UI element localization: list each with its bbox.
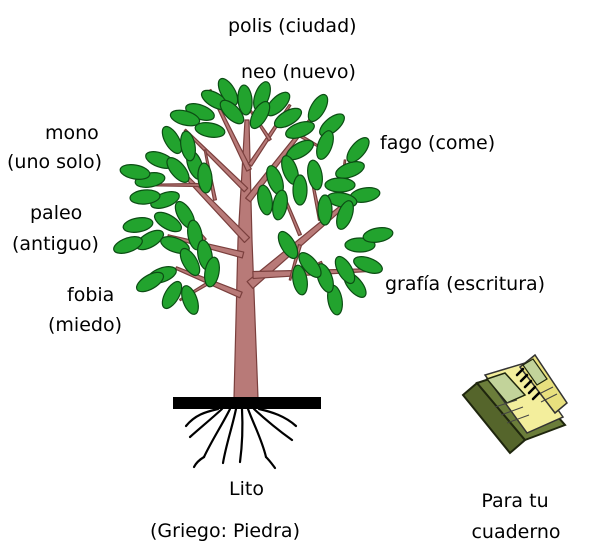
leaf — [316, 130, 334, 160]
label-paleo-meaning: (antiguo) — [12, 233, 99, 255]
leaf — [249, 100, 271, 130]
leaf — [298, 252, 322, 278]
notebook-icon — [461, 353, 568, 455]
leaf — [307, 159, 323, 191]
leaf — [257, 184, 273, 216]
leaf — [292, 174, 308, 206]
leaf — [129, 189, 161, 205]
leaf — [181, 285, 199, 315]
label-grafia: grafía (escritura) — [385, 273, 546, 295]
label-griego: (Griego: Piedra) — [150, 520, 300, 542]
ground-bar — [173, 397, 321, 409]
label-notebook-1: Para tu — [481, 490, 549, 512]
leaf — [317, 194, 333, 226]
label-neo: neo (nuevo) — [241, 61, 356, 83]
leaf — [204, 256, 220, 288]
leaf — [113, 236, 143, 254]
leaf — [285, 121, 315, 139]
tree-leaves — [113, 77, 394, 316]
leaf — [219, 99, 245, 125]
leaf — [161, 125, 183, 155]
label-fobia: fobia — [67, 284, 115, 306]
leaf — [335, 161, 365, 179]
label-lito: Lito — [229, 478, 264, 500]
leaf — [346, 137, 370, 163]
leaf — [307, 93, 329, 123]
leaf — [292, 264, 308, 296]
leaf — [153, 211, 183, 233]
leaf — [166, 157, 190, 183]
leaf — [319, 113, 345, 137]
leaf — [194, 122, 226, 138]
label-notebook-2: cuaderno — [471, 521, 561, 543]
leaf — [324, 177, 356, 193]
leaf — [334, 255, 356, 285]
leaf — [169, 109, 201, 127]
leaf — [277, 230, 299, 260]
leaf — [272, 189, 288, 221]
leaf — [273, 107, 303, 129]
label-paleo: paleo — [30, 202, 83, 224]
tree-roots — [184, 407, 298, 470]
label-fago: fago (come) — [380, 132, 496, 154]
label-mono: mono — [45, 122, 99, 144]
leaf — [336, 200, 354, 230]
label-fobia-meaning: (miedo) — [48, 314, 122, 336]
label-mono-meaning: (uno solo) — [7, 151, 102, 173]
leaf — [179, 247, 201, 277]
leaf — [122, 217, 154, 233]
tree-branch — [288, 243, 303, 281]
leaf — [362, 227, 394, 243]
leaf — [353, 256, 383, 274]
leaf — [135, 271, 165, 293]
leaf — [161, 280, 183, 310]
leaf — [180, 130, 196, 162]
label-polis: polis (ciudad) — [228, 15, 357, 37]
leaf — [119, 164, 151, 180]
leaf — [237, 84, 253, 116]
leaf — [197, 162, 213, 194]
tree-branch — [183, 128, 249, 193]
